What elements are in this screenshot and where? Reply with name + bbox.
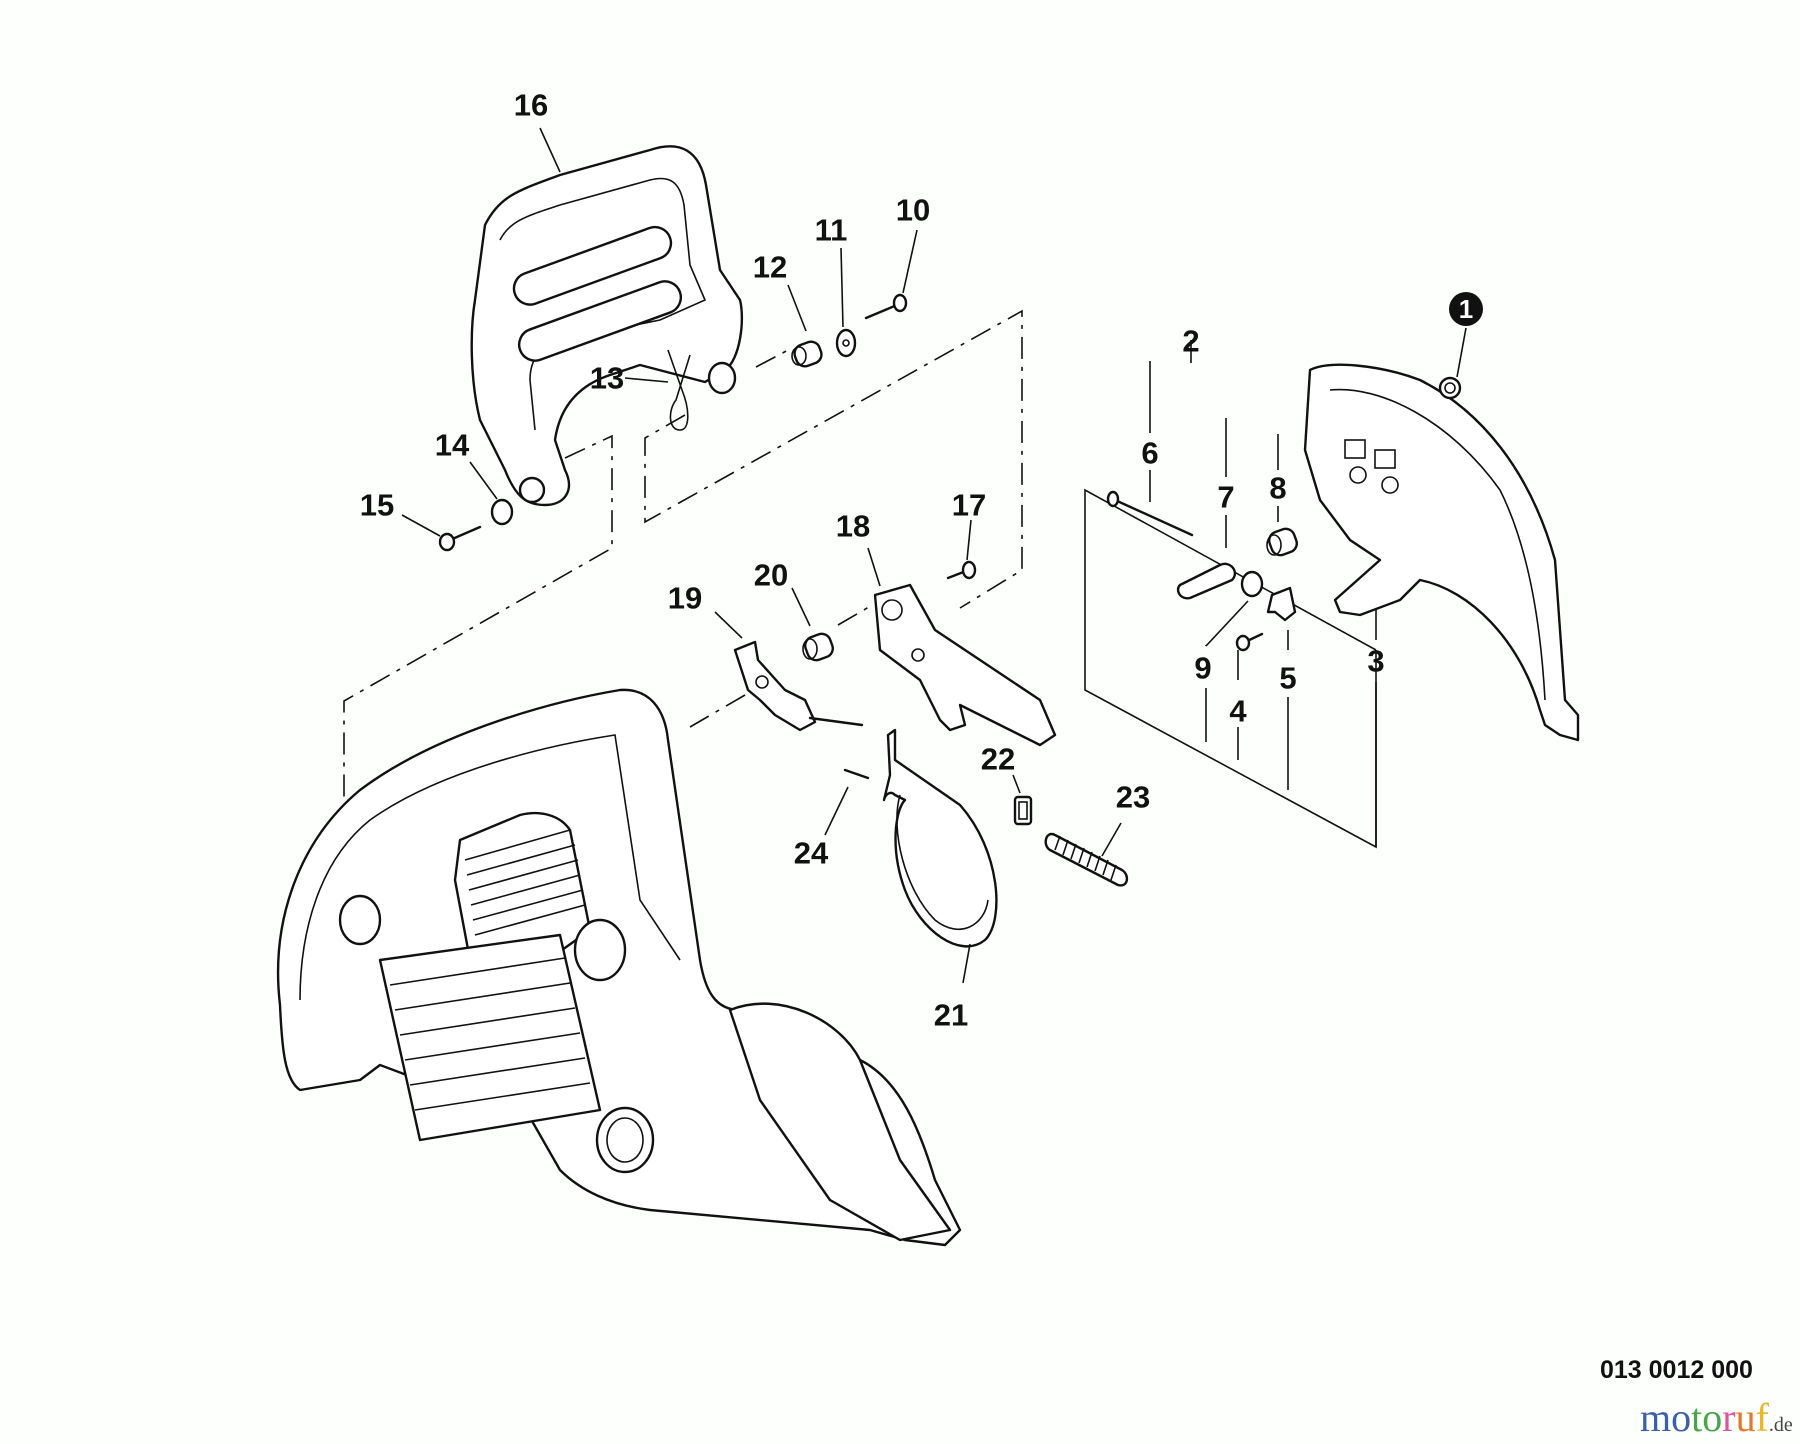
callout-2: 2: [1182, 323, 1200, 359]
callout-8: 8: [1269, 470, 1287, 506]
part-9-gear[interactable]: [1240, 570, 1264, 598]
callout-9: 9: [1194, 650, 1212, 686]
assembly-line-collar: [755, 347, 793, 368]
logo-letter: o: [1671, 1395, 1692, 1440]
callout-13: 13: [589, 360, 625, 396]
leader-lines: [401, 127, 1467, 984]
part-5-adjuster-plate[interactable]: [1266, 586, 1297, 622]
logo-letter: o: [1702, 1395, 1723, 1440]
callout-21: 21: [933, 997, 969, 1033]
callout-14: 14: [434, 427, 470, 463]
logo-suffix: .de: [1768, 1414, 1793, 1436]
callout-1-text: 1: [1458, 293, 1474, 324]
callout-11: 11: [814, 212, 848, 248]
part-code: 013 0012 000: [1600, 1356, 1753, 1384]
part-7-adjuster-pin[interactable]: [1176, 562, 1237, 600]
part-4-screw[interactable]: [1235, 632, 1264, 652]
part-17-screw[interactable]: [946, 560, 977, 580]
part-12-collar[interactable]: [791, 339, 824, 369]
logo-letter: t: [1691, 1395, 1703, 1440]
callout-22: 22: [980, 741, 1016, 777]
callout-23: 23: [1115, 779, 1151, 815]
assembly-line-lever: [837, 603, 875, 626]
callout-17: 17: [951, 487, 987, 523]
callout-20: 20: [753, 557, 789, 593]
part-19-link[interactable]: [733, 640, 864, 732]
assembly-lines: [343, 309, 1023, 810]
assembly-line-handguard: [343, 434, 613, 810]
part-13-spring[interactable]: [667, 349, 691, 431]
callout-19: 19: [667, 580, 703, 616]
callout-16: 16: [513, 87, 549, 123]
part-24-pin[interactable]: [843, 768, 870, 780]
logo-letter: m: [1640, 1395, 1672, 1440]
chainsaw-body: [276, 688, 962, 1247]
callout-10: 10: [895, 192, 931, 228]
logo-letter: u: [1735, 1395, 1756, 1440]
callout-3: 3: [1367, 643, 1385, 679]
callout-1-badge: 1: [1449, 292, 1483, 326]
callout-6: 6: [1141, 435, 1159, 471]
part-23-spring[interactable]: [1044, 832, 1129, 887]
part-15-bolt[interactable]: [438, 525, 482, 552]
callout-7: 7: [1217, 479, 1235, 515]
part-22-stopper[interactable]: [1013, 795, 1033, 826]
callout-12: 12: [752, 249, 788, 285]
callout-4: 4: [1229, 693, 1247, 729]
part-18-brake-lever[interactable]: [873, 583, 1057, 747]
assembly-line-link: [689, 694, 746, 728]
part-3-sprocket-guard[interactable]: [1303, 363, 1580, 742]
part-21-brake-band[interactable]: [882, 728, 998, 948]
part-6-adjuster-screw[interactable]: [1106, 490, 1194, 537]
part-10-bolt[interactable]: [864, 293, 908, 320]
part-1-nut[interactable]: [1438, 376, 1462, 400]
motoruf-logo: motoruf.de: [1640, 1398, 1793, 1438]
part-20-collar[interactable]: [802, 631, 836, 662]
part-11-washer[interactable]: [835, 328, 857, 358]
part-14-collar[interactable]: [490, 498, 514, 526]
callout-24: 24: [793, 835, 829, 871]
assembly-line-spring: [644, 309, 1023, 609]
callout-5: 5: [1279, 660, 1297, 696]
logo-letter: f: [1755, 1395, 1769, 1440]
callout-18: 18: [835, 508, 871, 544]
callout-15: 15: [359, 487, 395, 523]
logo-letter: r: [1722, 1395, 1736, 1440]
part-8-bushing[interactable]: [1266, 526, 1300, 557]
part-16-hand-guard[interactable]: [470, 145, 744, 507]
